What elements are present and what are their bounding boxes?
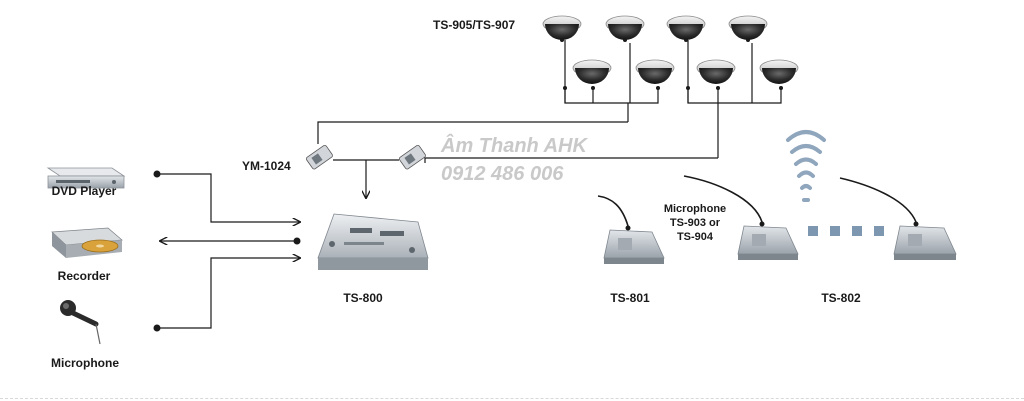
recorder-device xyxy=(51,227,123,258)
ts-802-unit xyxy=(683,175,799,260)
ts-802-unit xyxy=(839,177,957,260)
ceiling-speaker-group xyxy=(542,15,799,158)
microphone-model-line2: TS-903 or xyxy=(669,217,721,229)
ym-1024-module xyxy=(398,144,426,170)
watermark-line1: Âm Thanh AHK xyxy=(441,135,587,157)
ts-802-label: TS-802 xyxy=(821,291,861,305)
speaker-feed-lines xyxy=(317,121,718,163)
speaker-dome xyxy=(605,15,645,42)
speaker-dome xyxy=(728,15,768,42)
ts-801-unit xyxy=(597,195,665,264)
speaker-dome xyxy=(635,59,675,90)
microphone-label: Microphone xyxy=(51,356,119,370)
dvd-player-device xyxy=(46,167,126,189)
microphone-model-label: Microphone TS-903 or TS-904 xyxy=(650,202,740,244)
microphone-device xyxy=(60,300,101,345)
dvd-player-label: DVD Player xyxy=(51,184,117,198)
speaker-dome xyxy=(542,15,582,42)
speaker-dome xyxy=(759,59,799,90)
wireless-wave-icon xyxy=(786,130,826,202)
speaker-dome xyxy=(696,59,736,90)
ym-1024-label: YM-1024 xyxy=(242,159,291,173)
microphone-model-line3: TS-904 xyxy=(676,231,714,243)
bottom-divider xyxy=(0,398,1024,399)
speaker-dome xyxy=(572,59,612,90)
ts-800-unit xyxy=(317,213,429,270)
speaker-dome xyxy=(666,15,706,42)
ts-800-label: TS-800 xyxy=(343,291,383,305)
continuation-dots xyxy=(808,226,884,236)
speaker-model-label: TS-905/TS-907 xyxy=(433,18,516,32)
ym-link-lines xyxy=(333,159,399,198)
watermark-line2: 0912 486 006 xyxy=(441,163,564,185)
ym-1024-module xyxy=(305,144,333,170)
ts-801-label: TS-801 xyxy=(610,291,650,305)
source-connection-lines xyxy=(153,170,301,332)
recorder-label: Recorder xyxy=(57,269,111,283)
microphone-model-line1: Microphone xyxy=(663,203,727,215)
